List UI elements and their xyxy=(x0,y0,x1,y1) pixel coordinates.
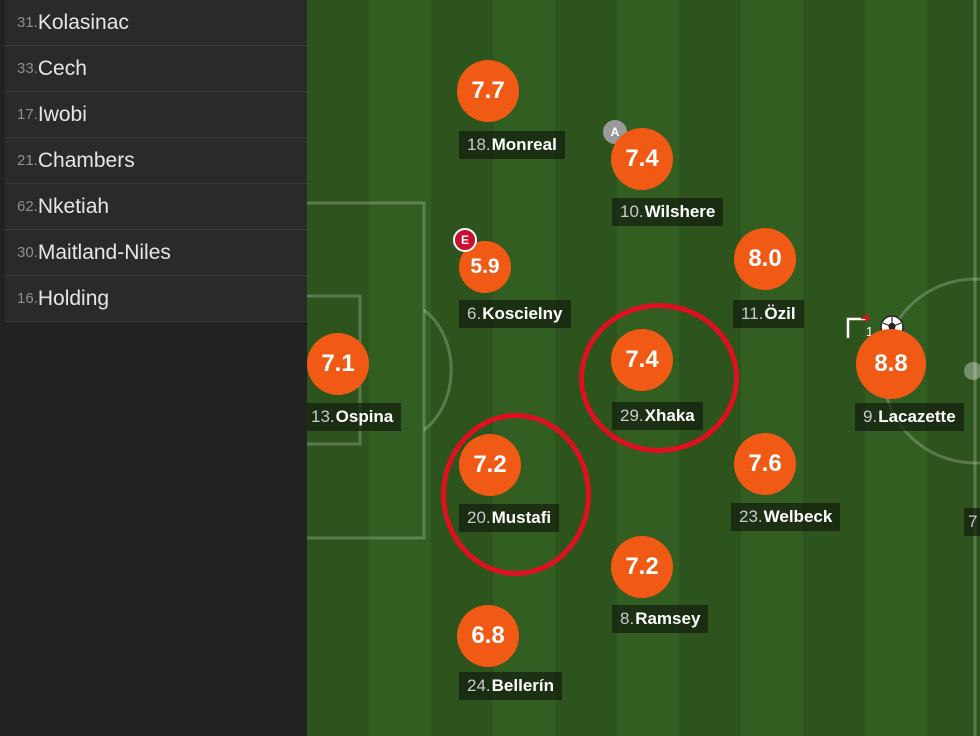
substitute-number: 21. xyxy=(17,152,38,169)
player-rating: 7.2 xyxy=(611,536,673,598)
substitute-item[interactable]: 16.Holding xyxy=(5,276,307,322)
substitute-name: Maitland-Niles xyxy=(37,240,171,264)
substitute-item[interactable]: 21.Chambers xyxy=(5,138,307,184)
player-name: Wilshere xyxy=(644,202,716,221)
player-number: 10. xyxy=(620,202,644,221)
player-number: 6. xyxy=(467,304,482,323)
substitute-item[interactable]: 33.Cech xyxy=(5,46,307,92)
highlight-circle-mustafi xyxy=(441,413,591,576)
substitute-item[interactable]: 31.Kolasinac xyxy=(5,0,307,46)
player-name-label: 24.Bellerín xyxy=(459,672,562,700)
player-name: Ramsey xyxy=(635,609,701,628)
player-rating: 8.8 xyxy=(856,329,926,399)
substitute-number: 30. xyxy=(17,244,38,261)
player-name-label: 11.Özil xyxy=(733,300,804,328)
player-name-label: 18.Monreal xyxy=(459,131,565,159)
player-number: 18. xyxy=(467,135,491,154)
player-rating: 7.6 xyxy=(734,433,796,495)
substitute-name: Nketiah xyxy=(37,194,110,218)
player-name: Monreal xyxy=(491,135,557,154)
pitch: 7.7 18.Monreal A 7.4 10.Wilshere 5.9 E 6… xyxy=(307,0,980,736)
player-name-label: 10.Wilshere xyxy=(612,198,724,226)
substitute-number: 16. xyxy=(17,290,38,307)
player-name-label: 23.Welbeck xyxy=(731,503,841,531)
player-rating: 6.8 xyxy=(457,605,519,667)
player-rating: 7.1 xyxy=(307,333,369,395)
substitute-name: Kolasinac xyxy=(37,10,129,34)
highlight-circle-xhaka xyxy=(579,303,739,453)
goal-icon: 1 xyxy=(846,314,873,339)
player-name: Ospina xyxy=(335,407,394,426)
player-name: Koscielny xyxy=(482,304,563,323)
player-name: Lacazette xyxy=(878,407,956,426)
substitute-name: Chambers xyxy=(37,148,135,172)
svg-text:1: 1 xyxy=(866,324,873,339)
player-name-label: 13.Ospina xyxy=(307,403,402,431)
substitutes-panel: 31.Kolasinac 33.Cech 17.Iwobi 21.Chamber… xyxy=(0,0,307,736)
substitute-item[interactable]: 62.Nketiah xyxy=(5,184,307,230)
player-number: 13. xyxy=(311,407,335,426)
penalty-arc xyxy=(423,308,453,432)
player-number: 9. xyxy=(863,407,878,426)
substitute-name: Holding xyxy=(37,286,110,310)
player-name: Özil xyxy=(764,304,796,323)
substitute-number: 33. xyxy=(17,60,38,77)
player-name-label: 9. Lacazette xyxy=(855,403,964,431)
player-number: 23. xyxy=(739,507,763,526)
substitute-name: Cech xyxy=(37,56,87,80)
penalty-area xyxy=(307,201,426,540)
player-name: Welbeck xyxy=(763,507,833,526)
player-rating: 7.7 xyxy=(457,60,519,122)
player-rating: 7.4 xyxy=(611,128,673,190)
substitute-item[interactable]: 17.Iwobi xyxy=(5,92,307,138)
center-spot xyxy=(964,362,980,380)
substitute-item[interactable]: 30.Maitland-Niles xyxy=(5,230,307,276)
substitute-number: 31. xyxy=(17,14,38,31)
offscreen-player-label: 7 xyxy=(964,508,980,536)
player-number: 11. xyxy=(741,304,764,323)
error-badge-icon: E xyxy=(453,228,477,252)
player-rating: 8.0 xyxy=(734,228,796,290)
substitute-number: 62. xyxy=(17,198,38,215)
substitute-number: 17. xyxy=(17,106,38,123)
player-name-label: 8. Ramsey xyxy=(612,605,709,633)
substitute-name: Iwobi xyxy=(37,102,87,126)
player-number: 8. xyxy=(620,609,635,628)
player-name-label: 6. Koscielny xyxy=(459,300,571,328)
player-name: Bellerín xyxy=(491,676,554,695)
player-number: 24. xyxy=(467,676,491,695)
